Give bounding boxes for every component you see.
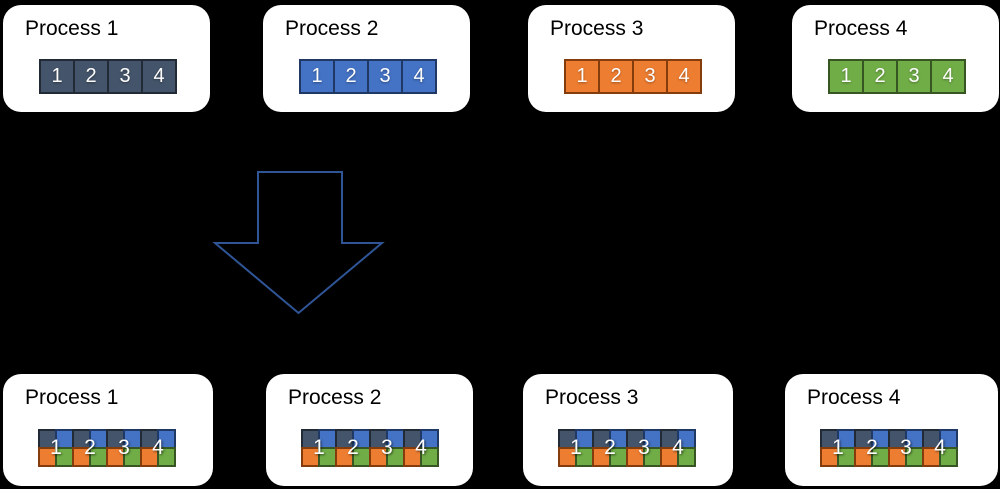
data-cell: 2 (333, 59, 369, 94)
process-title: Process 1 (25, 386, 119, 409)
block-cell (677, 447, 696, 467)
gathered-block: 1 (820, 429, 856, 467)
gathered-block: 4 (403, 429, 439, 467)
block-cell (157, 447, 176, 467)
data-cell: 4 (401, 59, 437, 94)
gathered-block: 3 (106, 429, 142, 467)
process-title: Process 2 (285, 17, 379, 40)
data-cell: 4 (930, 59, 966, 94)
block-cell (420, 447, 439, 467)
data-cell: 3 (632, 59, 668, 94)
block-cell (677, 429, 696, 449)
data-cell: 1 (564, 59, 600, 94)
data-cell: 1 (828, 59, 864, 94)
data-cell: 2 (598, 59, 634, 94)
block-cell (939, 429, 958, 449)
gathered-block: 2 (335, 429, 371, 467)
gathered-block: 2 (854, 429, 890, 467)
data-cell: 1 (39, 59, 75, 94)
gathered-block: 4 (922, 429, 958, 467)
process-title: Process 4 (807, 386, 901, 409)
data-cell: 4 (141, 59, 177, 94)
process-title: Process 2 (288, 386, 382, 409)
process-title: Process 4 (814, 17, 908, 40)
data-cell: 3 (107, 59, 143, 94)
gathered-block: 3 (888, 429, 924, 467)
gathered-block: 3 (369, 429, 405, 467)
data-cell: 2 (862, 59, 898, 94)
block-cell (939, 447, 958, 467)
gathered-block: 1 (38, 429, 74, 467)
gathered-block: 4 (140, 429, 176, 467)
gathered-block: 1 (301, 429, 337, 467)
down-arrow-outline (212, 171, 385, 315)
process-title: Process 3 (550, 17, 644, 40)
gathered-block: 3 (626, 429, 662, 467)
process-title: Process 3 (545, 386, 639, 409)
block-cell (420, 429, 439, 449)
data-cell: 1 (299, 59, 335, 94)
data-cell: 3 (896, 59, 932, 94)
down-arrow-icon (212, 171, 385, 315)
gathered-block: 1 (558, 429, 594, 467)
data-cell: 3 (367, 59, 403, 94)
process-title: Process 1 (25, 17, 119, 40)
data-cell: 2 (73, 59, 109, 94)
gathered-block: 2 (72, 429, 108, 467)
gathered-block: 2 (592, 429, 628, 467)
gathered-block: 4 (660, 429, 696, 467)
data-cell: 4 (666, 59, 702, 94)
block-cell (157, 429, 176, 449)
